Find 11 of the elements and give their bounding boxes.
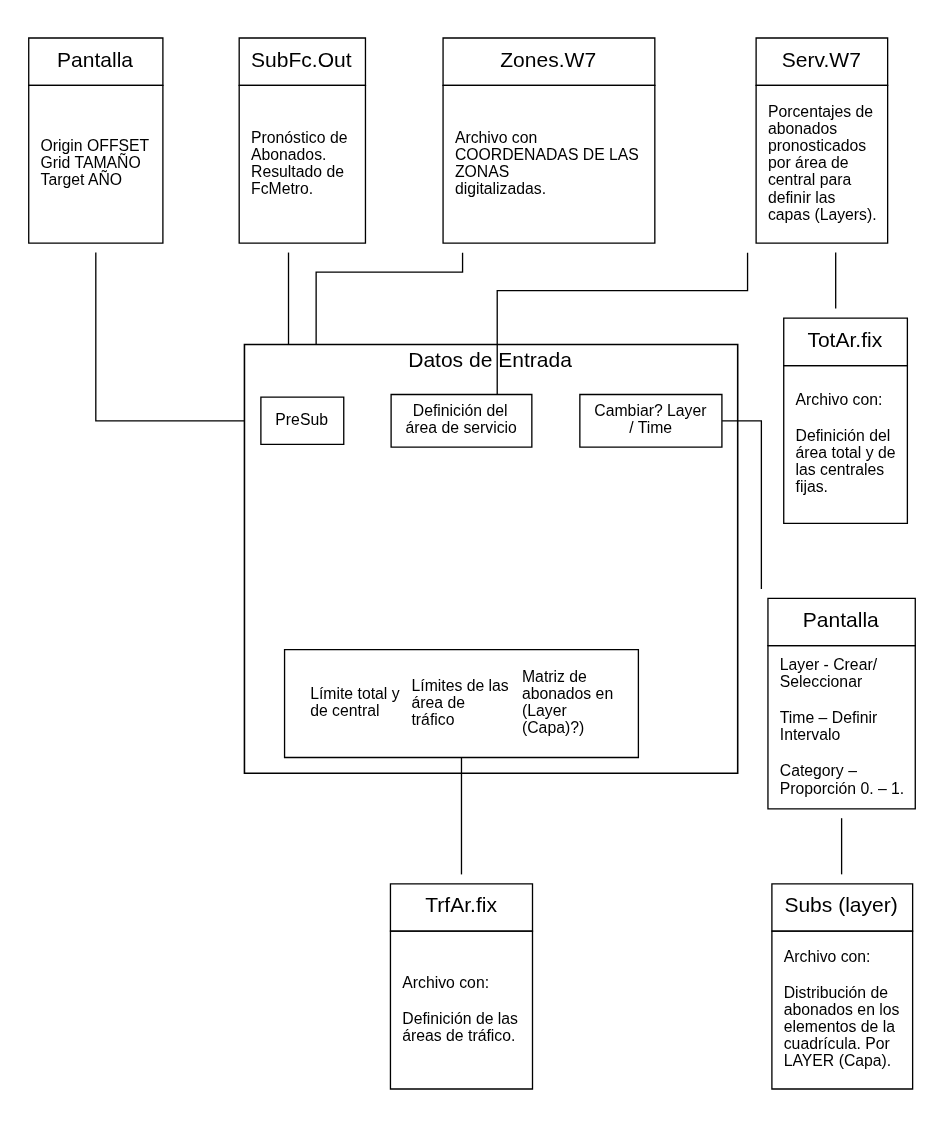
connector <box>834 251 836 309</box>
node-box: Definición del área de servicio <box>389 393 532 448</box>
connector <box>460 756 462 875</box>
node-box: PreSub <box>259 395 344 445</box>
node-box: Cambiar? Layer / Time <box>578 393 723 448</box>
connector <box>840 817 842 875</box>
connector <box>314 251 463 345</box>
connector <box>94 251 245 421</box>
connector <box>287 251 289 345</box>
connector <box>496 251 748 395</box>
connector <box>720 419 762 590</box>
